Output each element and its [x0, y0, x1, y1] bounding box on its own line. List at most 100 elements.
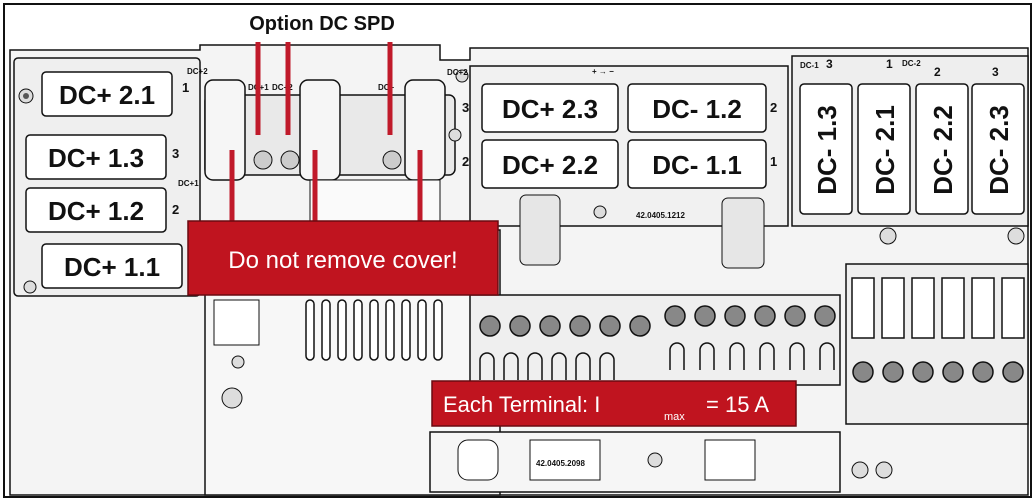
- terminal-number: 1: [182, 80, 189, 95]
- label-box: [481, 139, 619, 189]
- terminal-warning: Each Terminal: I max = 15 A: [431, 380, 797, 427]
- label-dc-plus-2-2: DC+ 2.2: [502, 150, 598, 180]
- vent-slot: [401, 299, 411, 361]
- fuse-holder: [911, 277, 935, 339]
- terminal-number: 2: [172, 202, 179, 217]
- fuse-holder: [881, 277, 905, 339]
- label-box: [41, 243, 183, 289]
- rail-slot: [457, 439, 499, 481]
- screw-icon: [569, 315, 591, 337]
- vent-slots: [305, 299, 443, 361]
- screw-icon: [647, 452, 663, 468]
- fuse-holders: [851, 277, 1025, 339]
- screw-icon: [231, 355, 245, 369]
- terminal-tag: DC+1: [178, 179, 199, 188]
- label-dc-minus-2-2: DC- 2.2: [928, 105, 958, 195]
- spd-cartridge: [404, 79, 446, 181]
- screw-icon: [852, 361, 874, 383]
- label-dc-plus-1-3: DC+ 1.3: [48, 143, 144, 173]
- fuse-holder: [851, 277, 875, 339]
- vent-slot: [337, 299, 347, 361]
- screw-icon: [593, 205, 607, 219]
- fuse-screws: [852, 361, 1024, 383]
- screw-icon: [479, 315, 501, 337]
- clip: [721, 197, 765, 269]
- label-box: [41, 71, 173, 117]
- label-box: [627, 83, 767, 133]
- label-dc-minus-2-1: DC- 2.1: [870, 105, 900, 195]
- terminal-number: 2: [934, 65, 941, 79]
- label-dc-plus-1-2: DC+ 1.2: [48, 196, 144, 226]
- rail-slot: [529, 439, 601, 481]
- terminal-warning-subscript: max: [664, 411, 685, 423]
- screw-icon: [724, 305, 746, 327]
- terminal-tag: DC-2: [902, 59, 921, 68]
- terminal-number: 3: [462, 100, 469, 115]
- terminal-number: 3: [172, 146, 179, 161]
- screw-icon: [875, 461, 893, 479]
- vertical-label-group: DC- 1.3 DC- 2.1 DC- 2.2 DC- 2.3: [799, 83, 1025, 215]
- label-dc-plus-2-1: DC+ 2.1: [59, 80, 155, 110]
- fuse-block: [845, 263, 1029, 425]
- screw-icon: [23, 280, 37, 294]
- fuse-holder: [1001, 277, 1025, 339]
- vent-slot: [353, 299, 363, 361]
- fuse-holder: [971, 277, 995, 339]
- label-dc-minus-1-1: DC- 1.1: [652, 150, 742, 180]
- vent-slot: [321, 299, 331, 361]
- middle-label-group: DC+ 2.3 3 DC- 1.2 2 DC+ 2.2 2 DC- 1.1 1: [462, 83, 777, 189]
- terminal-number: 3: [992, 65, 999, 79]
- screw-icon: [664, 305, 686, 327]
- screw-icon: [509, 315, 531, 337]
- label-dc-plus-1-1: DC+ 1.1: [64, 252, 160, 282]
- vent-slot: [369, 299, 379, 361]
- part-number-top: 42.0405.1212: [636, 211, 685, 220]
- screw-icon: [221, 387, 243, 409]
- rail-slot: [704, 439, 756, 481]
- cover-warning: Do not remove cover!: [187, 220, 499, 296]
- label-box: [627, 139, 767, 189]
- screw-icon: [448, 128, 462, 142]
- screw-icon: [539, 315, 561, 337]
- clip: [519, 194, 561, 266]
- fuse-holder: [941, 277, 965, 339]
- screw-icon: [851, 461, 869, 479]
- spd-option-title: Option DC SPD: [249, 13, 395, 35]
- vent-slot: [433, 299, 443, 361]
- label-box: [25, 187, 167, 233]
- part-number-bottom: 42.0405.2098: [536, 459, 585, 468]
- cover-warning-box: [187, 220, 499, 296]
- terminal-number: 1: [770, 154, 777, 169]
- terminal-tag: DC-1: [800, 61, 819, 70]
- label-box: [799, 83, 853, 215]
- screw-icon-center: [23, 93, 29, 99]
- label-box: [971, 83, 1025, 215]
- screw-icon: [455, 69, 469, 83]
- terminal-tag: DC+2: [447, 68, 468, 77]
- screw-icon: [253, 150, 273, 170]
- spd-cartridge: [204, 79, 246, 181]
- label-dc-plus-2-3: DC+ 2.3: [502, 94, 598, 124]
- spd-tag: DC+: [378, 83, 395, 92]
- screw-icon: [629, 315, 651, 337]
- screw-icon: [814, 305, 836, 327]
- screw-icon: [754, 305, 776, 327]
- screw-icon: [1002, 361, 1024, 383]
- terminal-clamps: [479, 352, 615, 380]
- terminal-tag: DC+2: [187, 67, 208, 76]
- spd-tag: DC+2: [272, 83, 293, 92]
- spd-cartridge: [299, 79, 341, 181]
- screw-icon: [972, 361, 994, 383]
- screw-icon: [942, 361, 964, 383]
- cover-warning-text: Do not remove cover!: [228, 247, 457, 274]
- screw-icon: [784, 305, 806, 327]
- terminal-warning-suffix: = 15 A: [706, 392, 769, 417]
- screw-icon: [694, 305, 716, 327]
- label-box: [857, 83, 911, 215]
- terminal-number: 1: [886, 57, 893, 71]
- terminal-warning-box: [431, 380, 797, 427]
- label-box: [915, 83, 969, 215]
- vent-slot: [305, 299, 315, 361]
- label-box: [481, 83, 619, 133]
- terminal-number: 2: [770, 100, 777, 115]
